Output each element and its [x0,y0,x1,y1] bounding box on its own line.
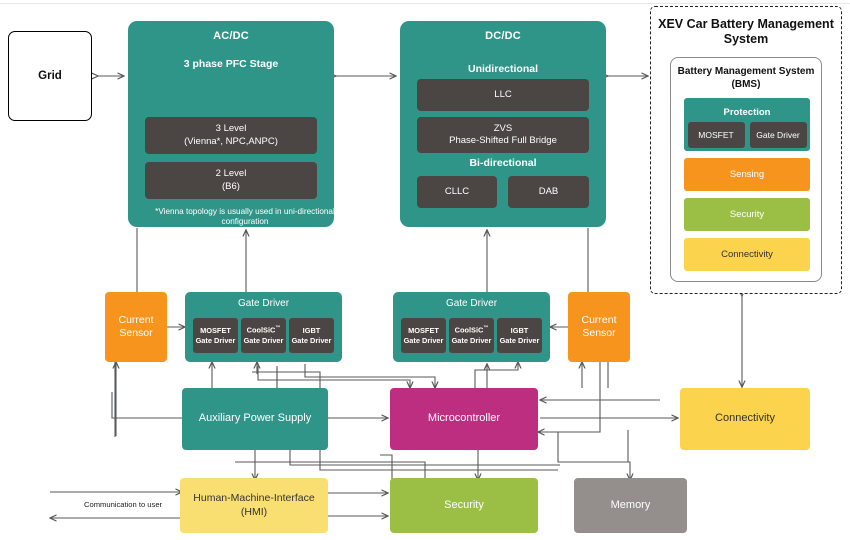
auxiliary-power-supply-label: Auxiliary Power Supply [198,412,312,425]
bms-protection-group[interactable]: Protection MOSFET Gate Driver [684,98,810,151]
bms-row-sensing[interactable]: Sensing [684,158,810,191]
wire-csright-mcu [538,362,601,432]
wire-aux-right-2 [319,450,558,471]
gate-driver-right-coolsic[interactable]: CoolSiC™ Gate Driver [449,318,494,353]
gate-driver-left-mosfet[interactable]: MOSFET Gate Driver [193,318,238,353]
memory-block[interactable]: Memory [574,478,687,533]
xev-title: XEV Car Battery Management System [658,17,834,46]
gate-driver-left-coolsic-line2: Gate Driver [243,335,284,345]
hmi-block[interactable]: Human-Machine-Interface (HMI) [180,478,328,533]
acdc-block-2level-line1: 2 Level [215,168,247,180]
gate-driver-right-igbt-line2: Gate Driver [499,335,540,345]
gate-driver-right-igbt[interactable]: IGBT Gate Driver [497,318,542,353]
bms-row-connectivity[interactable]: Connectivity [684,238,810,271]
top-divider [0,3,850,4]
auxiliary-power-supply-block[interactable]: Auxiliary Power Supply [182,388,328,450]
bms-protection-title: Protection [723,106,771,118]
bms-row-sensing-label: Sensing [729,169,765,180]
hmi-line1: Human-Machine-Interface [193,492,315,505]
gate-driver-left-igbt-line1: IGBT [302,325,321,335]
acdc-block-3level-line1: 3 Level [215,123,247,135]
grid-label: Grid [38,70,62,82]
wire-aux-left-up [111,392,185,419]
wire-gdleft2-mcu [304,364,435,388]
microcontroller-label: Microcontroller [427,412,501,425]
dcdc-bi-label: Bi-directional [469,157,537,169]
wire-aux-right-1 [289,450,560,466]
wire-mcu-gdleft-route [252,371,321,388]
dcdc-block-llc[interactable]: LLC [417,79,589,111]
connectivity-block[interactable]: Connectivity [680,388,810,450]
wire-mcu-gdright [474,362,518,388]
dcdc-block-zvs-line2: Phase-Shifted Full Bridge [449,135,557,146]
security-label: Security [444,498,484,511]
security-block[interactable]: Security [390,478,538,533]
current-sensor-left[interactable]: Current Sensor [105,292,167,362]
gate-driver-left-mosfet-line2: Gate Driver [195,335,236,345]
wire-mcu-memory [557,432,630,480]
gate-driver-left-coolsic-line1: CoolSiC™ [247,325,281,335]
dcdc-block-dab[interactable]: DAB [508,176,589,208]
gate-driver-right-coolsic-line2: Gate Driver [451,335,492,345]
dcdc-block-cllc[interactable]: CLLC [417,176,497,208]
gate-driver-left-mosfet-line1: MOSFET [200,325,231,335]
dcdc-stage[interactable]: DC/DC Unidirectional LLC ZVS Phase-Shift… [400,21,606,227]
gate-driver-left-coolsic[interactable]: CoolSiC™ Gate Driver [241,318,286,353]
trademark-icon: ™ [483,325,489,332]
current-sensor-left-line2: Sensor [119,327,153,339]
gate-driver-right-coolsic-text: CoolSiC [454,325,484,335]
bms-container: Battery Management System (BMS) Protecti… [670,57,822,282]
gate-driver-left-igbt-line2: Gate Driver [291,335,332,345]
gate-driver-right-mosfet-line1: MOSFET [408,325,439,335]
acdc-footnote: *Vienna topology is usually used in uni-… [155,207,335,227]
acdc-subtitle: 3 phase PFC Stage [183,58,279,70]
grid-block[interactable]: Grid [8,31,92,121]
bms-row-security[interactable]: Security [684,198,810,231]
acdc-stage[interactable]: AC/DC 3 phase PFC Stage 3 Level (Vienna*… [128,21,335,227]
acdc-title: AC/DC [213,30,249,42]
gate-driver-right-mosfet[interactable]: MOSFET Gate Driver [401,318,446,353]
bms-protection-mosfet[interactable]: MOSFET [687,121,745,148]
acdc-block-2level[interactable]: 2 Level (B6) [145,162,317,199]
dcdc-block-dab-label: DAB [538,185,559,197]
bms-title: Battery Management System (BMS) [677,66,815,90]
dcdc-block-zvs[interactable]: ZVS Phase-Shifted Full Bridge [417,117,589,153]
wire-security-route [380,454,393,480]
microcontroller-block[interactable]: Microcontroller [390,388,538,450]
current-sensor-left-line1: Current [118,313,154,326]
gate-driver-right-mosfet-line2: Gate Driver [403,335,444,345]
communication-to-user-label: Communication to user [84,500,163,509]
gate-driver-right-title: Gate Driver [445,298,498,309]
dcdc-block-zvs-line1: ZVS [493,122,513,134]
gate-driver-left-title: Gate Driver [237,298,290,309]
acdc-block-3level[interactable]: 3 Level (Vienna*, NPC,ANPC) [145,117,317,154]
gate-driver-left-coolsic-text: CoolSiC [246,325,276,335]
current-sensor-right-line1: Current [581,313,617,326]
current-sensor-right[interactable]: Current Sensor [568,292,630,362]
dcdc-block-llc-label: LLC [494,88,512,100]
current-sensor-right-line2: Sensor [582,327,616,339]
bms-row-connectivity-label: Connectivity [721,249,773,260]
wire-gdleft-mcu [257,366,410,388]
memory-label: Memory [610,498,651,511]
hmi-line2: (HMI) [240,505,268,518]
gate-driver-group-right[interactable]: Gate Driver MOSFET Gate Driver CoolSiC™ … [393,292,550,362]
bms-protection-gate-driver[interactable]: Gate Driver [749,121,807,148]
gate-driver-group-left[interactable]: Gate Driver MOSFET Gate Driver CoolSiC™ … [185,292,342,362]
dcdc-title: DC/DC [485,30,521,42]
trademark-icon: ™ [275,325,281,332]
connectivity-label: Connectivity [715,412,775,425]
gate-driver-right-coolsic-line1: CoolSiC™ [455,325,489,335]
dcdc-uni-label: Unidirectional [467,63,538,75]
gate-driver-left-igbt[interactable]: IGBT Gate Driver [289,318,334,353]
acdc-block-3level-line2: (Vienna*, NPC,ANPC) [184,135,278,147]
dcdc-block-cllc-label: CLLC [444,185,470,197]
acdc-block-2level-line2: (B6) [222,180,240,192]
gate-driver-right-igbt-line1: IGBT [510,325,529,335]
xev-panel: XEV Car Battery Management System Batter… [650,6,842,294]
bms-row-security-label: Security [729,209,765,220]
